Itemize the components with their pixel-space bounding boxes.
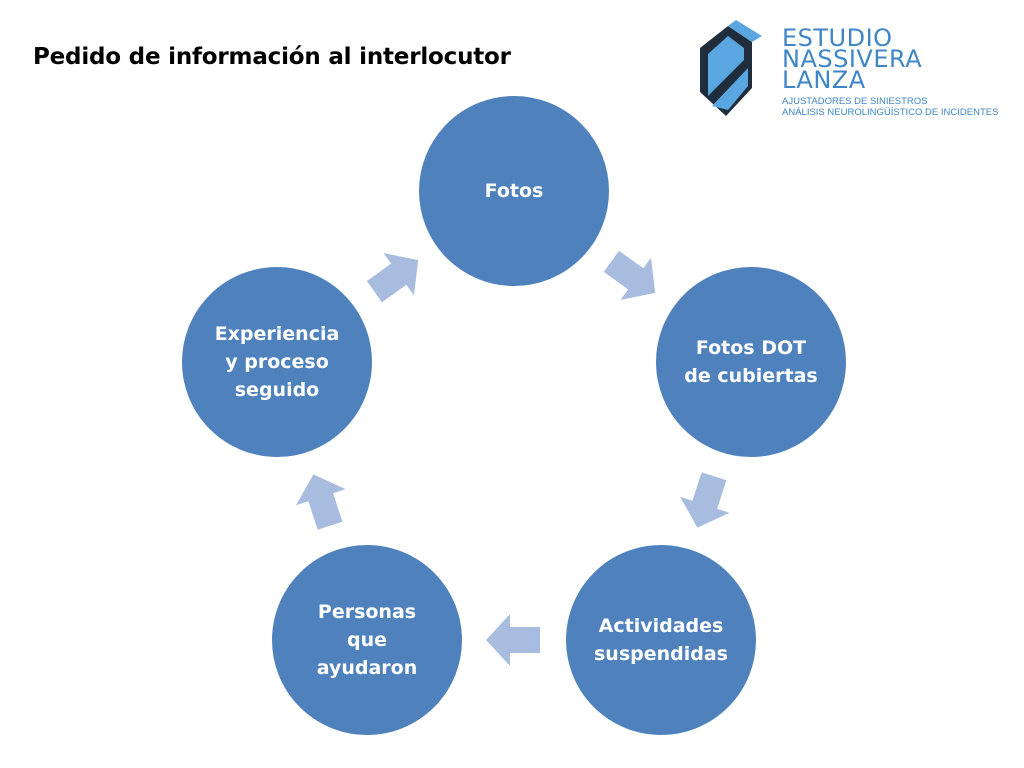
logo-subtitle-line-1: AJUSTADORES DE SINIESTROS (782, 96, 928, 107)
shield-icon (700, 20, 762, 116)
cycle-node-label-fotos: Fotos (484, 180, 544, 202)
cycle-node-personas (270, 543, 464, 737)
slide-title: Pedido de información al interlocutor (33, 44, 511, 70)
cycle-arrows (296, 250, 730, 666)
cycle-arrow (603, 250, 656, 300)
cycle-arrow (486, 614, 540, 666)
company-logo: ESTUDIO NASSIVERA LANZA AJUSTADORES DE S… (690, 20, 1010, 130)
cycle-arrow (366, 253, 419, 303)
cycle-node-fotos (417, 94, 611, 288)
logo-subtitle: AJUSTADORES DE SINIESTROS ANÁLISIS NEURO… (782, 96, 998, 118)
cycle-node-fotos-dot (654, 265, 848, 459)
cycle-arrow (296, 474, 346, 530)
cycle-node-actividades (564, 543, 758, 737)
cycle-arrow (680, 472, 730, 528)
cycle-nodes (180, 94, 848, 737)
logo-brand-text: ESTUDIO NASSIVERA LANZA (782, 24, 923, 94)
cycle-node-experiencia (180, 265, 374, 459)
logo-subtitle-line-2: ANÁLISIS NEUROLINGÜÍSTICO DE INCIDENTES (782, 107, 999, 118)
